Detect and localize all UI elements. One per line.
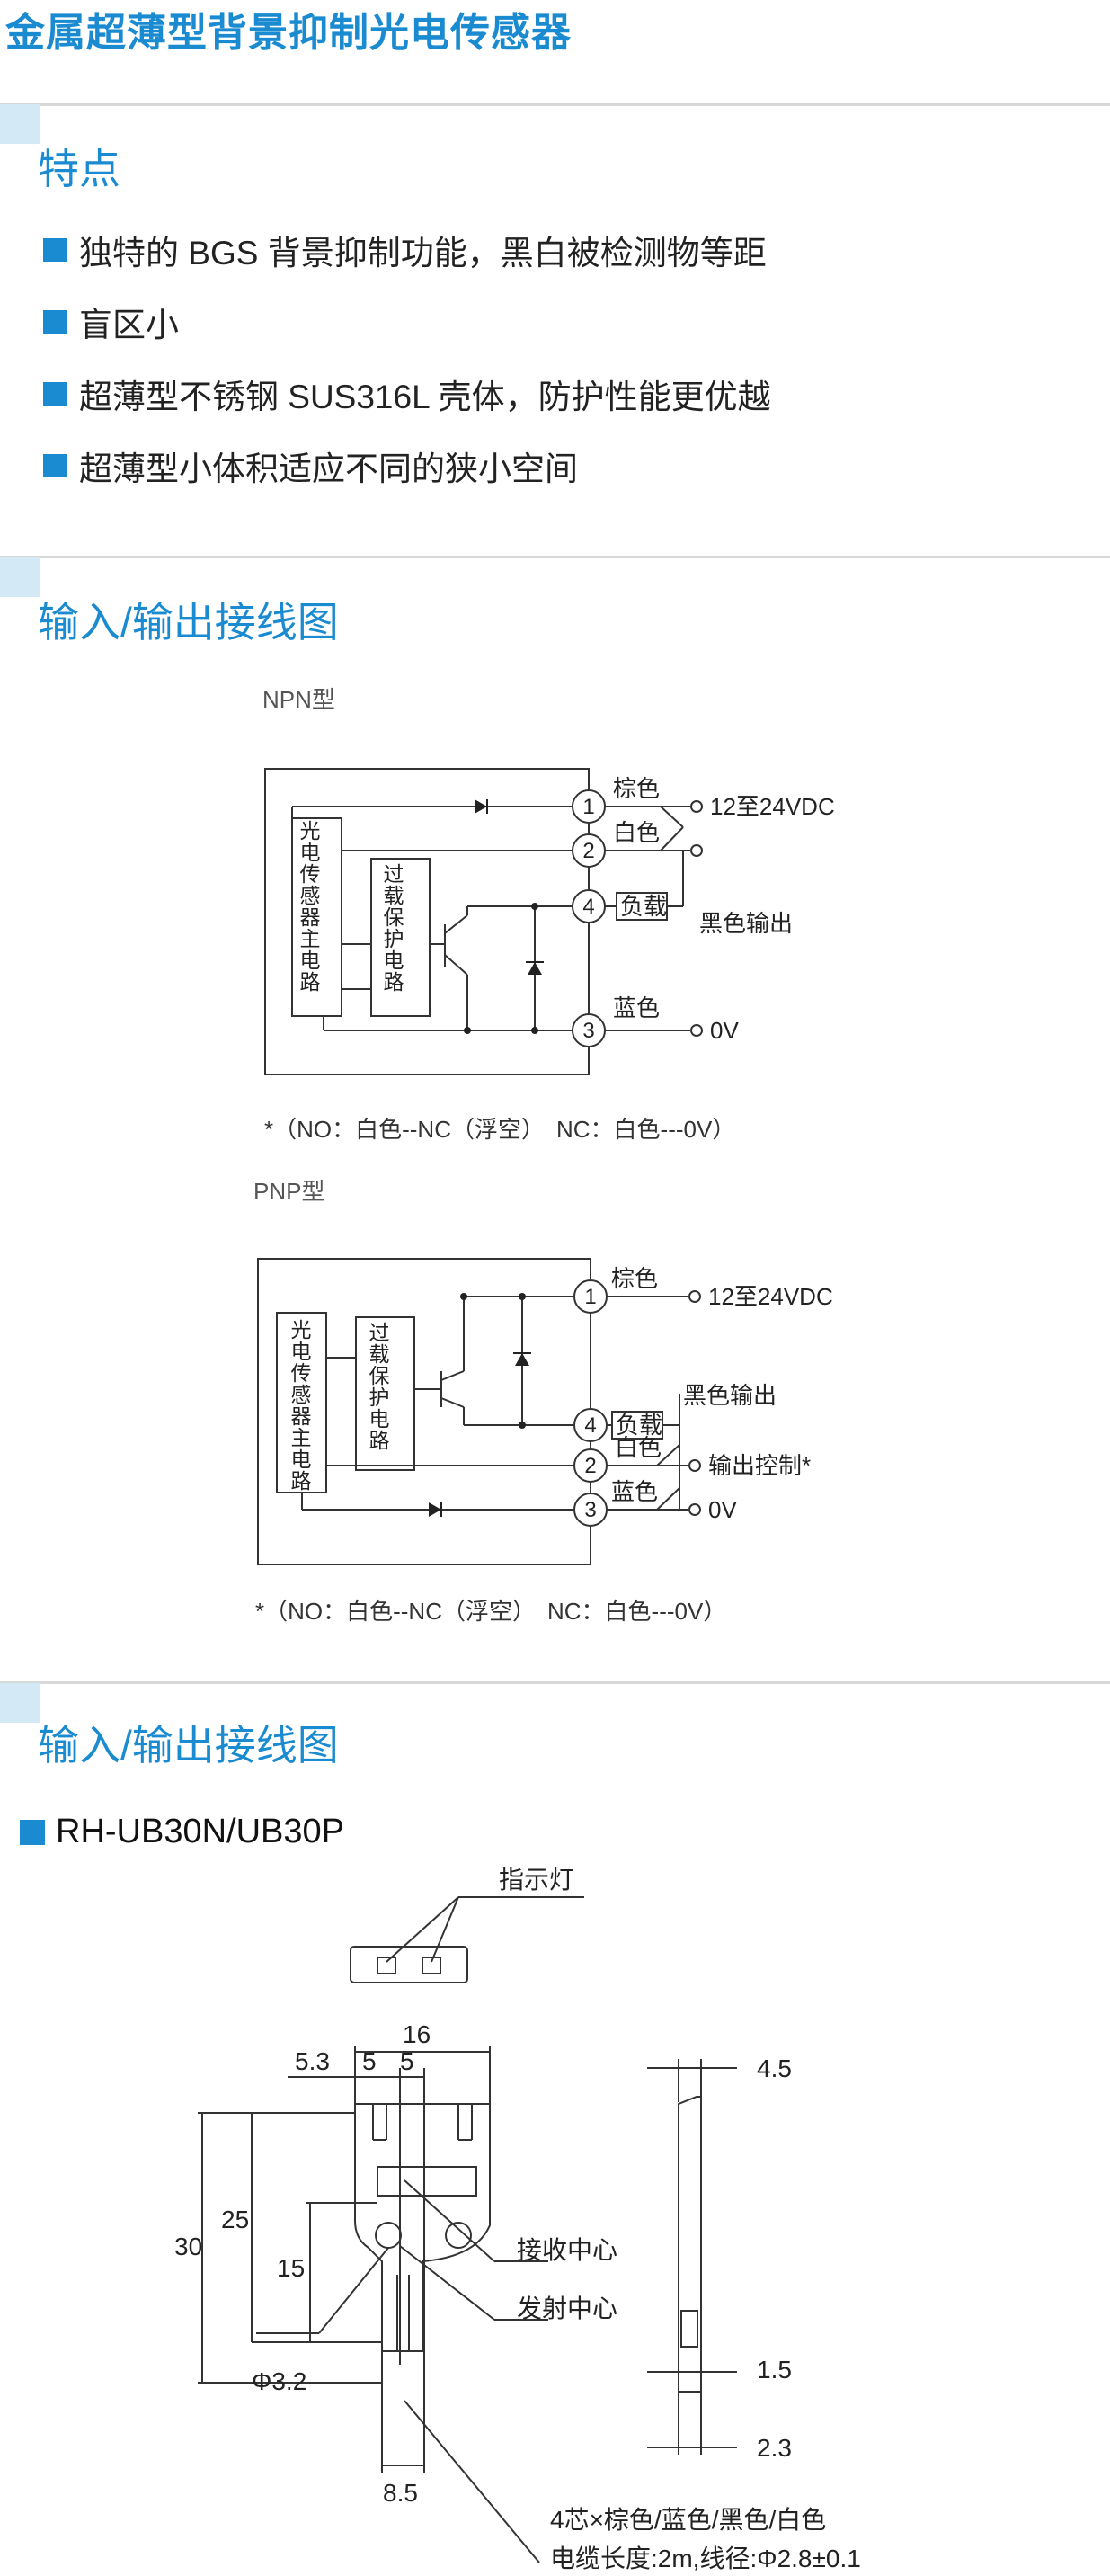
cable-spec-line1: 4芯×棕色/蓝色/黑色/白色 [550,2506,826,2534]
bullet-square-icon [43,238,67,262]
svg-text:25: 25 [221,2206,249,2233]
npn-pin-1 [572,789,606,824]
npn-pin-4 [572,889,606,923]
npn-protect-circuit-label: 过载保护电路 [383,862,404,994]
bullet-square-icon [20,1819,45,1845]
pnp-output-label: 黑色输出 [683,1382,777,1409]
receive-center-label: 接收中心 [517,2236,617,2264]
divider [0,1681,1110,1684]
divider [0,103,1110,106]
npn-zero-v-label: 0V [710,1017,739,1044]
wiring-heading: 输入/输出接线图 [38,599,339,646]
pnp-load-label: 负载 [616,1412,662,1439]
svg-text:5: 5 [400,2047,414,2075]
pnp-supply-label: 12至24VDC [708,1283,833,1310]
pnp-protect-circuit-label: 过载保护电路 [369,1321,390,1452]
npn-type-label: NPN型 [262,686,335,713]
npn-pin-3 [572,1013,606,1047]
dimensions-heading: 输入/输出接线图 [38,1722,339,1769]
npn-note: *（NO：白色--NC（浮空） NC：白色---0V） [264,1116,736,1143]
side-view [678,2096,702,2393]
page-title: 金属超薄型背景抑制光电传感器 [5,11,572,55]
section-marker [0,104,40,144]
svg-text:3: 3 [582,1019,594,1043]
section-marker [0,1683,40,1723]
svg-text:5: 5 [362,2047,377,2075]
feature-item: 盲区小 [43,304,771,343]
features-heading: 特点 [38,146,120,192]
front-view [354,2103,491,2352]
pnp-zero-v-label: 0V [708,1496,737,1523]
svg-text:4.5: 4.5 [757,2055,792,2082]
svg-text:1.5: 1.5 [757,2356,792,2384]
pnp-blue-label: 蓝色 [611,1478,658,1505]
divider [0,556,1110,558]
pnp-type-label: PNP型 [253,1178,325,1205]
npn-pin-2 [572,833,606,868]
bullet-square-icon [43,454,67,477]
npn-supply-label: 12至24VDC [710,793,835,820]
svg-text:2.3: 2.3 [757,2434,792,2462]
bullet-square-icon [43,382,67,406]
npn-main-circuit-label: 光电传感器主电路 [299,819,321,994]
svg-text:1: 1 [584,1285,596,1309]
svg-text:2: 2 [582,839,594,863]
hole-diameter-label: Φ3.2 [252,2367,306,2395]
npn-wiring-diagram: 1 2 4 3 棕色 白色 蓝色 负载 黑色输出 12至24VDC 0V [264,768,835,1075]
section-marker [0,557,40,597]
pnp-note: *（NO：白色--NC（浮空） NC：白色---0V） [255,1598,727,1625]
npn-output-label: 黑色输出 [699,910,793,937]
pnp-control-label: 输出控制* [708,1452,811,1479]
feature-item: 超薄型小体积适应不同的狭小空间 [43,448,771,487]
pnp-brown-label: 棕色 [611,1265,658,1292]
svg-text:3: 3 [584,1498,596,1522]
feature-item: 独特的 BGS 背景抑制功能，黑白被检测物等距 [43,232,771,272]
pnp-wiring-diagram: 1 4 2 3 棕色 白色 蓝色 负载 黑色输出 12至24VDC 输出控制* … [257,1258,833,1565]
npn-blue-label: 蓝色 [613,994,660,1021]
svg-text:1: 1 [582,795,594,819]
svg-text:2: 2 [584,1454,596,1478]
indicator-label: 指示灯 [499,1866,574,1894]
svg-text:30: 30 [174,2233,202,2260]
npn-brown-label: 棕色 [613,775,660,802]
emit-center-label: 发射中心 [517,2295,617,2322]
dimension-drawing: 指示灯 16 5.3 5 5 30 25 15 接收中心 发射中心 Φ3.2 8… [174,1866,861,2572]
pnp-white-label: 白色 [615,1434,662,1461]
feature-list: 独特的 BGS 背景抑制功能，黑白被检测物等距 盲区小 超薄型不锈钢 SUS31… [43,232,771,520]
feature-item: 超薄型不锈钢 SUS316L 壳体，防护性能更优越 [43,376,771,415]
npn-main-circuit-box [291,817,342,1017]
model-heading: RH-UB30N/UB30P [20,1813,344,1851]
svg-text:5.3: 5.3 [295,2047,330,2075]
svg-text:15: 15 [277,2254,305,2282]
npn-protect-box [370,858,431,1017]
svg-text:16: 16 [403,2020,431,2048]
svg-text:4: 4 [584,1413,596,1438]
cable-spec-line2: 电缆长度:2m,线径:Φ2.8±0.1 [550,2545,861,2572]
npn-load-label: 负载 [620,893,667,920]
npn-white-label: 白色 [613,819,660,846]
top-view [350,1946,468,1983]
pnp-main-circuit-label: 光电传感器主电路 [290,1318,312,1493]
svg-text:4: 4 [582,895,594,919]
svg-text:8.5: 8.5 [383,2479,418,2507]
bullet-square-icon [43,310,67,334]
